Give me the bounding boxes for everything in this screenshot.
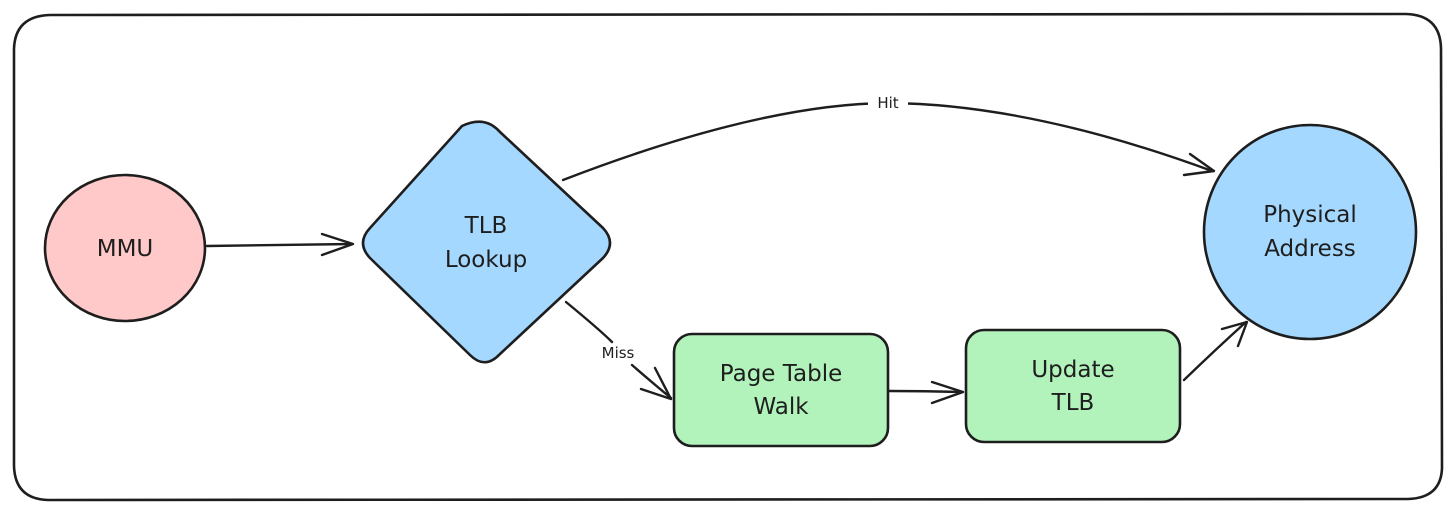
page-table-walk-label-line1: Page Table bbox=[720, 361, 842, 387]
edge-mmu-to-tlb-lookup bbox=[205, 232, 355, 257]
physical-address-node: Physical Address bbox=[1202, 123, 1418, 341]
arrowhead-mmu-to-tlb bbox=[320, 232, 355, 257]
update-tlb-node: Update TLB bbox=[964, 328, 1182, 444]
edge-hit: Hit bbox=[561, 92, 1216, 182]
arrowhead-walk-to-update bbox=[930, 380, 965, 405]
update-tlb-box bbox=[964, 328, 1182, 444]
physical-address-label-line1: Physical bbox=[1263, 202, 1357, 228]
page-table-walk-box bbox=[672, 332, 890, 448]
physical-address-circle bbox=[1202, 123, 1418, 341]
arrowhead-update-to-physical bbox=[1220, 320, 1249, 348]
update-tlb-label-line1: Update bbox=[1031, 357, 1114, 383]
edge-walk-to-update bbox=[887, 380, 965, 405]
tlb-lookup-diamond bbox=[361, 120, 612, 364]
mmu-circle bbox=[43, 173, 207, 323]
page-table-walk-label-line2: Walk bbox=[753, 394, 809, 420]
mmu-label: MMU bbox=[97, 236, 154, 262]
tlb-lookup-node: TLB Lookup bbox=[361, 120, 612, 364]
diagram-frame bbox=[12, 12, 1444, 502]
miss-label: Miss bbox=[602, 344, 635, 362]
hit-label-background bbox=[868, 92, 908, 112]
physical-address-label-line2: Address bbox=[1264, 236, 1356, 262]
edge-miss: Miss bbox=[564, 300, 673, 401]
edge-update-to-physical bbox=[1182, 320, 1249, 382]
page-table-walk-node: Page Table Walk bbox=[672, 332, 890, 448]
mmu-node: MMU bbox=[43, 173, 207, 323]
arrowhead-miss bbox=[639, 366, 673, 401]
hit-label: Hit bbox=[877, 94, 898, 112]
arrowhead-hit bbox=[1182, 152, 1216, 177]
tlb-lookup-label-line2: Lookup bbox=[445, 247, 527, 273]
tlb-lookup-label-line1: TLB bbox=[464, 213, 508, 239]
update-tlb-label-line2: TLB bbox=[1051, 390, 1095, 416]
